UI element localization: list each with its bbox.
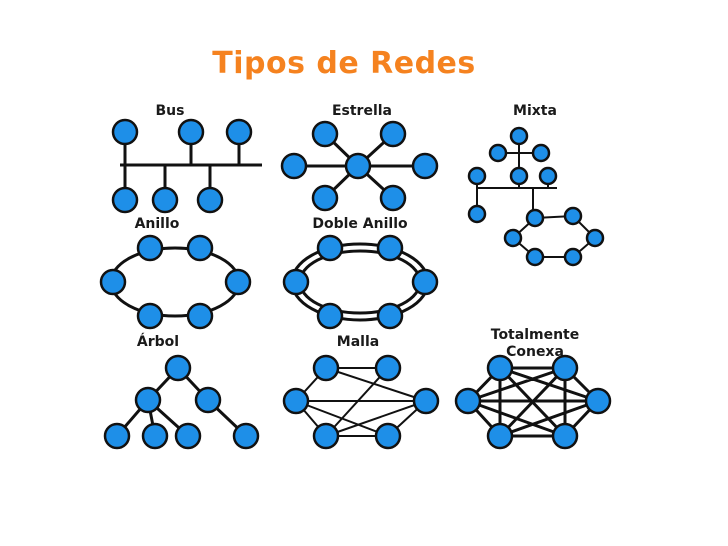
star-node <box>311 184 339 212</box>
label-totalmente: Totalmente <box>491 327 579 343</box>
mixed-node <box>531 143 551 163</box>
double-ring-inner <box>298 249 422 315</box>
bus-node <box>151 186 179 214</box>
full-mesh-links <box>466 366 600 438</box>
full-mesh-node <box>486 354 514 382</box>
tree-node <box>164 354 192 382</box>
tree-node <box>141 422 169 450</box>
bus-topology <box>111 118 262 214</box>
tree-node <box>103 422 131 450</box>
bus-node <box>111 118 139 146</box>
mixed-node <box>585 228 605 248</box>
label-arbol: Árbol <box>137 333 179 350</box>
star-node <box>311 120 339 148</box>
doble-anillo-topology <box>282 234 439 330</box>
label-estrella: Estrella <box>332 103 392 119</box>
tree-node <box>194 386 222 414</box>
star-node <box>379 184 407 212</box>
star-node <box>411 152 439 180</box>
label-anillo: Anillo <box>135 216 180 232</box>
anillo-topology <box>99 234 252 330</box>
label-bus: Bus <box>156 103 185 119</box>
tree-links <box>115 366 248 438</box>
mesh-node <box>282 387 310 415</box>
double-ring-node <box>316 234 344 262</box>
totalmente-conexa-topology <box>454 354 612 450</box>
full-mesh-node <box>551 422 579 450</box>
mixed-node <box>525 208 545 228</box>
double-ring-outer <box>290 242 430 322</box>
bus-node <box>196 186 224 214</box>
mixed-node <box>467 204 487 224</box>
double-ring-node <box>376 302 404 330</box>
ring-node <box>186 234 214 262</box>
mixed-node <box>509 166 529 186</box>
ring-node <box>136 234 164 262</box>
tree-node <box>174 422 202 450</box>
mixed-ring <box>511 214 597 258</box>
bus-node <box>225 118 253 146</box>
star-links <box>294 132 425 200</box>
mixed-node <box>563 247 583 267</box>
label-mixta: Mixta <box>513 103 557 119</box>
estrella-topology <box>280 120 439 212</box>
ring-node <box>186 302 214 330</box>
label-conexa: Conexa <box>506 344 564 360</box>
double-ring-node <box>376 234 404 262</box>
ring-node <box>136 302 164 330</box>
malla-topology <box>282 354 440 450</box>
mixed-node <box>525 247 545 267</box>
full-mesh-node <box>584 387 612 415</box>
mesh-node <box>374 354 402 382</box>
label-doble-anillo: Doble Anillo <box>312 216 408 232</box>
star-node <box>379 120 407 148</box>
slide-title: Tipos de Redes <box>212 46 476 81</box>
mixed-node <box>538 166 558 186</box>
ring-node <box>99 268 127 296</box>
label-malla: Malla <box>337 334 379 350</box>
mesh-links <box>295 367 427 437</box>
ring-node <box>224 268 252 296</box>
star-node <box>280 152 308 180</box>
mixed-node <box>467 166 487 186</box>
double-ring-node <box>282 268 310 296</box>
bus-node <box>177 118 205 146</box>
mixed-node <box>509 126 529 146</box>
double-ring-node <box>316 302 344 330</box>
mesh-node <box>374 422 402 450</box>
mesh-node <box>312 422 340 450</box>
full-mesh-node <box>486 422 514 450</box>
mesh-node <box>312 354 340 382</box>
mixta-topology <box>467 126 605 267</box>
star-hub <box>344 152 372 180</box>
double-ring-node <box>411 268 439 296</box>
full-mesh-node <box>454 387 482 415</box>
mixed-tree-links <box>500 137 540 176</box>
bus-drop <box>123 135 241 200</box>
ring-link <box>109 246 241 318</box>
mesh-node <box>412 387 440 415</box>
mixed-node <box>488 143 508 163</box>
tree-node <box>232 422 260 450</box>
full-mesh-node <box>551 354 579 382</box>
bus-node <box>111 186 139 214</box>
mixed-node <box>503 228 523 248</box>
tree-node <box>134 386 162 414</box>
arbol-topology <box>103 354 260 450</box>
mixed-node <box>563 206 583 226</box>
